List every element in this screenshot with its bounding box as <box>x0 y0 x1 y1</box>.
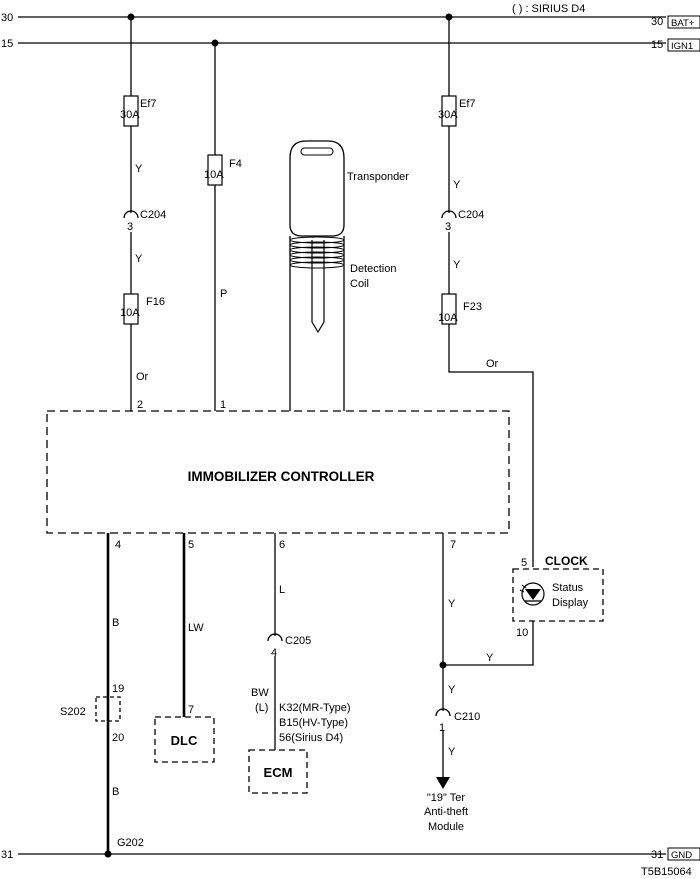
left-fuse-ef7-name: Ef7 <box>140 98 157 110</box>
controller-pin-2: 2 <box>137 399 143 411</box>
ecm-box <box>248 749 308 794</box>
detection-coil-label-1: Detection <box>350 263 396 275</box>
conn-c210-pin: 1 <box>439 722 445 734</box>
status-display-led-icon <box>519 582 545 606</box>
ecm-pin-2: B15(HV-Type) <box>279 717 348 729</box>
ground-g202-label: G202 <box>117 837 144 849</box>
dlc-box <box>154 716 215 763</box>
key-slot <box>300 147 334 156</box>
conn-c205-symbol <box>267 633 283 642</box>
controller-pin-6: 6 <box>279 539 285 551</box>
transponder-label: Transponder <box>347 171 409 183</box>
conn-c205-name: C205 <box>285 635 311 647</box>
dlc-pin-7: 7 <box>188 704 194 716</box>
clock-return-wire <box>443 621 534 666</box>
clock-title: CLOCK <box>545 554 588 568</box>
dlc-label: DLC <box>171 733 198 748</box>
ign-fuse-f4-name: F4 <box>229 158 242 170</box>
right-conn-c204-symbol <box>441 210 457 219</box>
left-wire-or: Or <box>136 371 149 383</box>
gnd-rail-left-label: 31 <box>1 849 13 861</box>
pin4-wire-b2: B <box>112 786 119 798</box>
splice-pin-20: 20 <box>112 732 124 744</box>
bat-rail-tag-box <box>667 15 700 29</box>
pin6-wire-bw: BW <box>251 687 269 699</box>
ign-rail-tag-box <box>667 38 700 52</box>
left-fuse-f16-name: F16 <box>146 296 165 308</box>
gnd-rail-tag: GND <box>671 850 692 861</box>
right-fuse-f23-name: F23 <box>463 301 482 313</box>
left-wire-y2: Y <box>135 253 143 265</box>
ign-fuse-f4-rating: 10A <box>204 169 224 181</box>
ign-rail-left-label: 15 <box>1 38 13 50</box>
key-blade <box>311 240 325 334</box>
ecm-label: ECM <box>264 765 293 780</box>
anti-theft-label-2: Anti-theft <box>424 806 468 818</box>
ign-rail-right-label: 15 <box>651 39 663 51</box>
status-display-label-1: Status <box>552 582 584 594</box>
left-conn-c204-name: C204 <box>140 209 166 221</box>
controller-pin-5: 5 <box>188 539 194 551</box>
right-conn-c204-pin: 3 <box>445 221 451 233</box>
left-wire-y1: Y <box>135 163 143 175</box>
left-fuse-f16-rating: 10A <box>120 307 140 319</box>
conn-c210-name: C210 <box>454 711 480 723</box>
right-fuse-f23-rating: 10A <box>438 312 458 324</box>
clock-return-wire-y: Y <box>486 652 494 664</box>
detection-coil-label-2: Coil <box>350 278 369 290</box>
pin4-wire-b: B <box>112 617 119 629</box>
splice-pin-19: 19 <box>112 683 124 695</box>
clock-pin-10: 10 <box>516 627 528 639</box>
pin5-wire-lw: LW <box>188 622 204 634</box>
left-fuse-ef7-rating: 30A <box>120 109 140 121</box>
bat-rail-tag: BAT+ <box>671 18 695 29</box>
gnd-rail-right-label: 31 <box>651 849 663 861</box>
key-head-transponder <box>289 140 345 237</box>
right-wire-y1: Y <box>453 179 461 191</box>
immobilizer-controller-box <box>46 410 510 534</box>
ign-wire-p: P <box>220 288 227 300</box>
ground-g202-junction <box>104 850 112 858</box>
pin6-wire-bw-alt: (L) <box>255 702 268 714</box>
immobilizer-controller-title: IMMOBILIZER CONTROLLER <box>188 469 375 484</box>
ecm-pin-1: K32(MR-Type) <box>279 702 351 714</box>
status-display-label-2: Display <box>552 597 589 609</box>
pin6-wire-l: L <box>279 584 285 596</box>
right-wire-or: Or <box>486 358 499 370</box>
sirius-legend: ( ) : SIRIUS D4 <box>512 3 585 15</box>
left-conn-c204-symbol <box>123 210 139 219</box>
left-conn-c204-pin: 3 <box>127 221 133 233</box>
detection-coil-windings <box>289 236 345 269</box>
controller-pin-1: 1 <box>220 399 226 411</box>
pin7-wire-y3: Y <box>448 746 456 758</box>
right-fuse-ef7-name: Ef7 <box>459 98 476 110</box>
clock-pin-5: 5 <box>521 557 527 569</box>
right-fuse-ef7-rating: 30A <box>438 109 458 121</box>
ign-rail-tag: IGN1 <box>671 41 693 52</box>
ecm-pin-3: 56(Sirius D4) <box>279 732 343 744</box>
bat-rail-right-label: 30 <box>651 16 663 28</box>
anti-theft-label-1: "19" Ter <box>427 792 466 804</box>
right-branch-wire-or <box>448 324 534 567</box>
conn-c210-symbol <box>435 708 451 717</box>
conn-c205-pin: 4 <box>271 647 277 659</box>
clock-box <box>512 568 604 622</box>
pin7-wire-y2: Y <box>448 684 456 696</box>
splice-s202-label: S202 <box>60 706 86 718</box>
anti-theft-arrow <box>436 777 450 789</box>
anti-theft-label-3: Module <box>428 821 464 833</box>
right-wire-y2: Y <box>453 259 461 271</box>
pin7-wire-y: Y <box>448 598 456 610</box>
diagram-code: T5B15064 <box>641 866 692 878</box>
bat-rail-left-label: 30 <box>1 12 13 24</box>
gnd-rail-tag-box <box>667 847 700 861</box>
controller-pin-7: 7 <box>450 539 456 551</box>
controller-pin-4: 4 <box>115 539 121 551</box>
right-conn-c204-name: C204 <box>458 209 484 221</box>
